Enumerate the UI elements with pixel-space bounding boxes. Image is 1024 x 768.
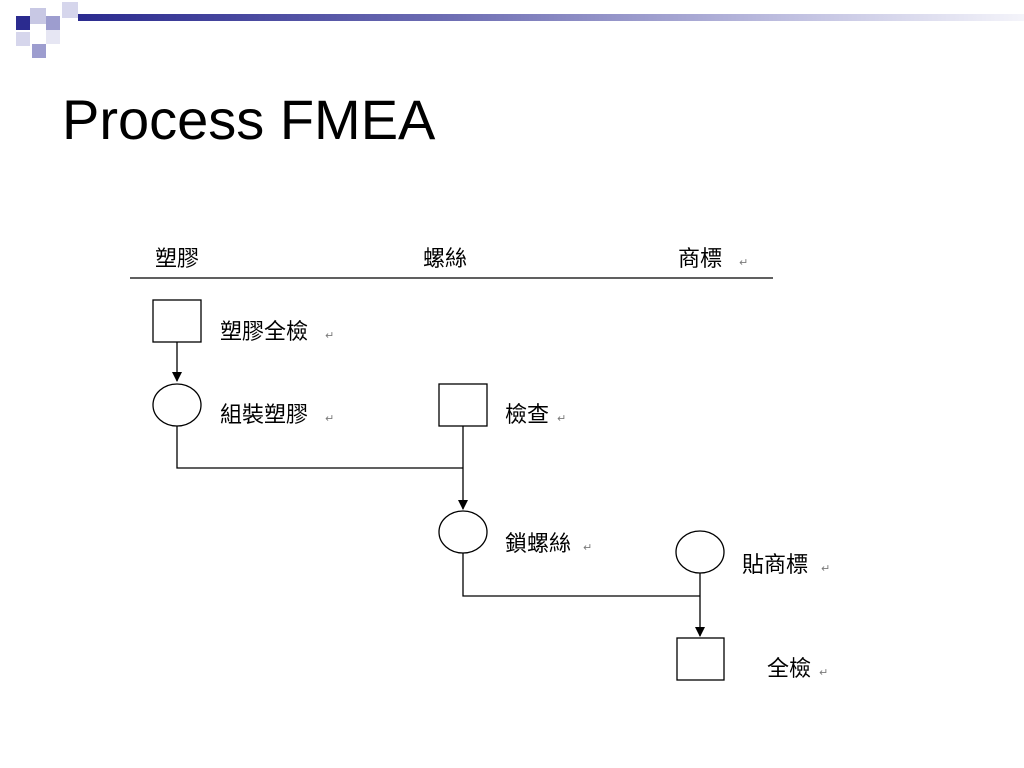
return-mark: ↵ [821,562,830,575]
inspect-plastic-label: 塑膠全檢 [220,320,308,345]
inspect-plastic-square [152,299,202,343]
return-mark: ↵ [325,412,334,425]
final-inspection-square [676,637,725,681]
corner-squares-decoration [0,0,80,64]
return-mark: ↵ [325,329,334,342]
return-mark: ↵ [819,666,828,679]
apply-label-circle [675,530,725,574]
lock-screw-circle [438,510,488,554]
final-inspection-label: 全檢 [767,657,811,682]
column-header-plastic: 塑膠 [155,247,199,272]
return-mark: ↵ [557,412,566,425]
edge-lock-to-final [462,553,700,597]
assemble-plastic-label: 組裝塑膠 [220,403,308,428]
apply-label-label: 貼商標 [742,553,808,578]
inspect-screw-label: 檢查 [505,403,549,428]
column-header-screw: 螺絲 [423,247,467,272]
lock-screw-label: 鎖螺絲 [505,532,571,557]
assemble-plastic-circle [152,383,202,427]
return-mark: ↵ [583,541,592,554]
inspect-screw-square [438,383,488,427]
header-gradient-bar [78,14,1024,21]
slide-title: Process FMEA [62,88,436,151]
edge-assemble-to-lock [176,426,463,469]
column-header-label: 商標 [678,247,722,272]
return-mark: ↵ [739,256,748,269]
